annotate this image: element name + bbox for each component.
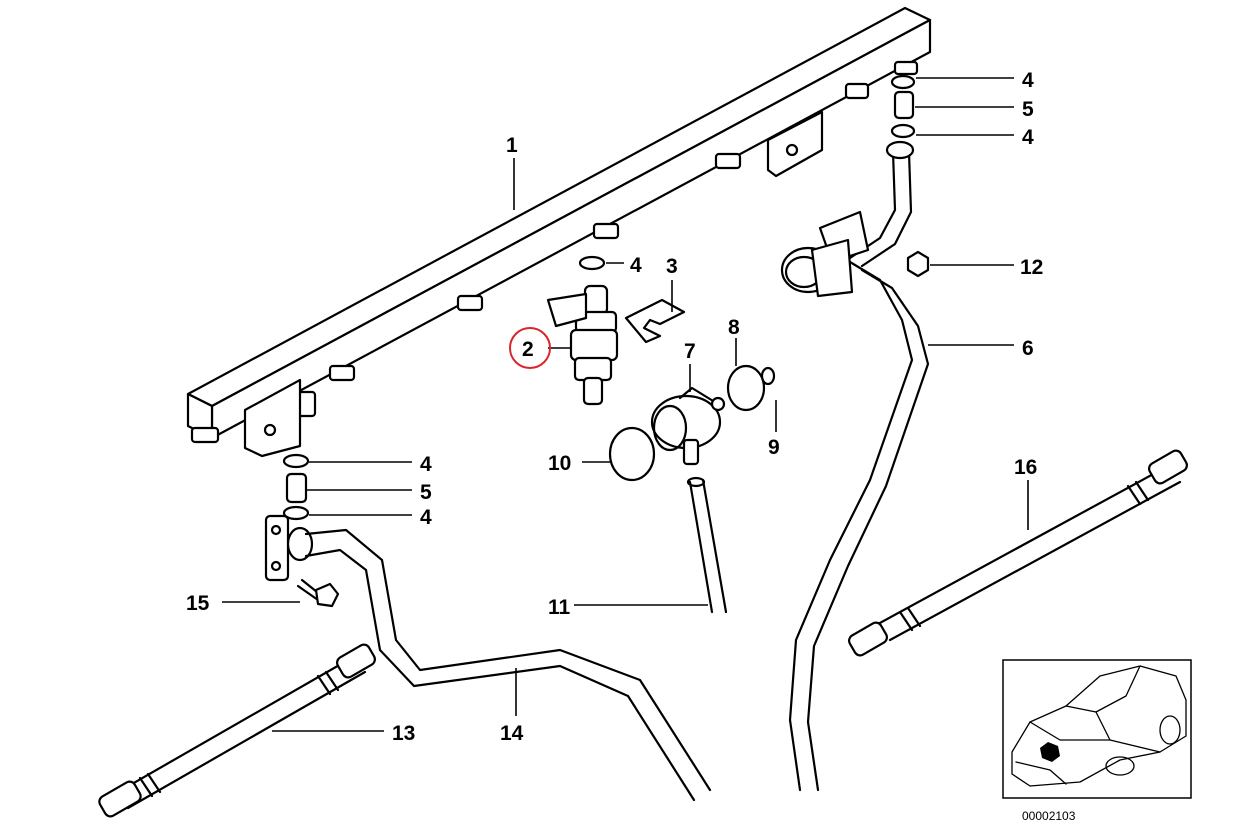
sleeves[interactable]	[285, 90, 915, 504]
injector-clip[interactable]	[624, 298, 686, 344]
callout-7: 7	[684, 340, 696, 363]
callout-15: 15	[186, 592, 210, 615]
callout-5: 5	[420, 481, 432, 504]
callout-4: 4	[1022, 69, 1034, 92]
fuel-injector[interactable]	[546, 284, 619, 406]
fuel-rail[interactable]	[186, 6, 932, 458]
callout-5: 5	[1022, 98, 1034, 121]
vehicle-location-inset: 00002103	[1002, 659, 1192, 823]
pressure-regulator[interactable]	[650, 386, 726, 466]
fuel-line-14[interactable]	[264, 514, 712, 802]
return-line[interactable]	[780, 140, 930, 792]
o-rings[interactable]	[282, 74, 916, 521]
location-marker-icon	[1040, 742, 1060, 762]
callout-4: 4	[1022, 126, 1034, 149]
fuel-line-16[interactable]	[847, 448, 1189, 657]
callout-4: 4	[630, 254, 642, 277]
callout-4: 4	[420, 506, 432, 529]
callout-16: 16	[1014, 456, 1037, 479]
callout-13: 13	[392, 722, 415, 745]
callout-4: 4	[420, 453, 432, 476]
leader-lines	[222, 77, 1029, 732]
fuel-line-13[interactable]	[97, 642, 377, 818]
circlip[interactable]	[608, 426, 656, 482]
callout-8: 8	[728, 316, 740, 339]
vacuum-hose[interactable]	[686, 476, 728, 614]
bolt[interactable]	[296, 578, 340, 608]
callout-11: 11	[548, 596, 571, 619]
o-ring-8[interactable]	[726, 364, 766, 412]
callout-3: 3	[666, 255, 678, 278]
callout-2: 2	[522, 338, 534, 361]
highlight-circle	[509, 327, 551, 369]
callout-6: 6	[1022, 337, 1034, 360]
hex-nut[interactable]	[906, 250, 930, 278]
callout-10: 10	[548, 452, 571, 475]
callout-1: 1	[506, 134, 518, 157]
callout-9: 9	[768, 436, 780, 459]
callout-14: 14	[500, 722, 524, 745]
o-ring-9[interactable]	[760, 366, 776, 386]
callout-12: 12	[1020, 256, 1043, 279]
diagram-code: 00002103	[1022, 809, 1076, 823]
